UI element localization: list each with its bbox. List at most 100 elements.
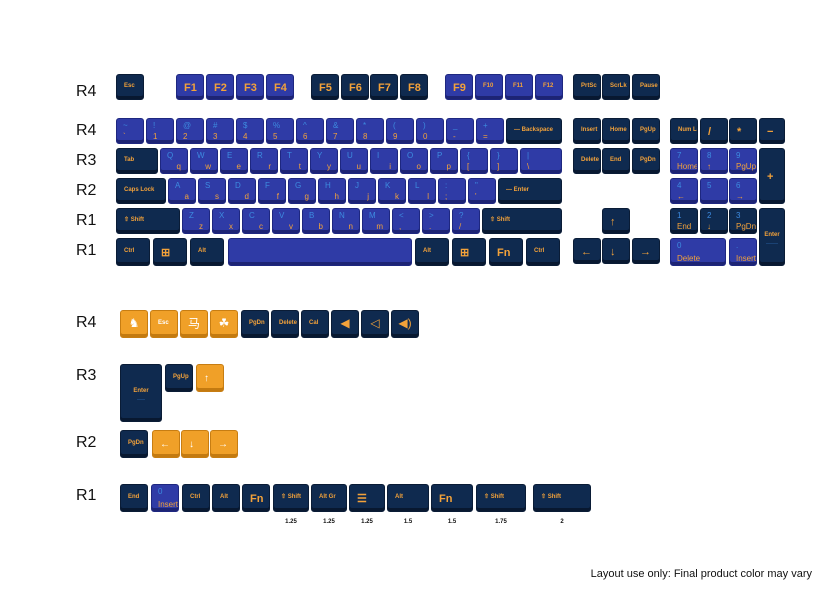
key-backspace[interactable]: — Backspace bbox=[506, 118, 562, 144]
key-f3[interactable]: F3 bbox=[236, 74, 264, 100]
key-extra-menu[interactable]: ☰ bbox=[349, 484, 385, 512]
key-np-4[interactable]: 4← bbox=[670, 178, 698, 204]
key-extra-down[interactable]: ↓ bbox=[181, 430, 209, 458]
key-arrow-right[interactable]: → bbox=[632, 238, 660, 264]
key-3[interactable]: #3 bbox=[206, 118, 234, 144]
key-extra-pgdn[interactable]: PgDn bbox=[241, 310, 269, 338]
key-quote[interactable]: "' bbox=[468, 178, 496, 204]
key-pause[interactable]: Pause bbox=[632, 74, 660, 100]
key-home[interactable]: Home bbox=[602, 118, 630, 144]
key-enter[interactable]: — Enter bbox=[498, 178, 562, 204]
key-pgup[interactable]: PgUp bbox=[632, 118, 660, 144]
key-prtsc[interactable]: PrtSc bbox=[573, 74, 601, 100]
key-lbracket[interactable]: {[ bbox=[460, 148, 488, 174]
key-extra-ctrl[interactable]: Ctrl bbox=[182, 484, 210, 512]
key-extra-left[interactable]: ← bbox=[152, 430, 180, 458]
key-extra-right[interactable]: → bbox=[210, 430, 238, 458]
key-f1[interactable]: F1 bbox=[176, 74, 204, 100]
key-arrow-left[interactable]: ← bbox=[573, 238, 601, 264]
key-8[interactable]: *8 bbox=[356, 118, 384, 144]
key-lshift[interactable]: ⇧ Shift bbox=[116, 208, 180, 234]
key-4[interactable]: $4 bbox=[236, 118, 264, 144]
key-extra-altgr[interactable]: Alt Gr bbox=[311, 484, 347, 512]
key-np-2[interactable]: 2↓ bbox=[700, 208, 728, 234]
key-6[interactable]: ^6 bbox=[296, 118, 324, 144]
key-extra-vol-down[interactable]: ◁ bbox=[361, 310, 389, 338]
key-np-star[interactable]: * bbox=[729, 118, 757, 144]
key-np-dot[interactable]: .Insert bbox=[729, 238, 757, 266]
key-rctrl[interactable]: Ctrl bbox=[526, 238, 560, 266]
key-extra-end[interactable]: End bbox=[120, 484, 148, 512]
key-f9[interactable]: F9 bbox=[445, 74, 473, 100]
key-f10[interactable]: F10 bbox=[475, 74, 503, 100]
key-fn[interactable]: Fn bbox=[489, 238, 523, 266]
key-esc[interactable]: Esc bbox=[116, 74, 144, 100]
key-semicolon[interactable]: :; bbox=[438, 178, 466, 204]
key-period[interactable]: >. bbox=[422, 208, 450, 234]
key-arrow-up[interactable]: ↑ bbox=[602, 208, 630, 234]
key-np-8[interactable]: 8↑ bbox=[700, 148, 728, 174]
key-extra-cal[interactable]: Cal bbox=[301, 310, 329, 338]
key-minus[interactable]: _- bbox=[446, 118, 474, 144]
key-numlock[interactable]: Num Lock bbox=[670, 118, 698, 144]
key-extra-vol-up[interactable]: ◀) bbox=[391, 310, 419, 338]
key-extra-vol-mute[interactable]: ◀ bbox=[331, 310, 359, 338]
key-capslock[interactable]: Caps Lock bbox=[116, 178, 166, 204]
key-f5[interactable]: F5 bbox=[311, 74, 339, 100]
key-extra-kanji[interactable]: 马 bbox=[180, 310, 208, 338]
key-delete[interactable]: Delete bbox=[573, 148, 601, 174]
key-extra-iso-enter[interactable]: Enter—— bbox=[120, 364, 162, 422]
key-f4[interactable]: F4 bbox=[266, 74, 294, 100]
key-slash[interactable]: ?/ bbox=[452, 208, 480, 234]
key-tilde[interactable]: ~` bbox=[116, 118, 144, 144]
key-scrlk[interactable]: ScrLk bbox=[602, 74, 630, 100]
key-extra-esc[interactable]: Esc bbox=[150, 310, 178, 338]
key-f6[interactable]: F6 bbox=[341, 74, 369, 100]
key-5[interactable]: %5 bbox=[266, 118, 294, 144]
key-extra-alt[interactable]: Alt bbox=[212, 484, 240, 512]
key-extra-shift-2[interactable]: ⇧ Shift bbox=[533, 484, 591, 512]
key-extra-horse[interactable]: ♞ bbox=[120, 310, 148, 338]
key-rwin[interactable]: ⊞ bbox=[452, 238, 486, 266]
key-extra-acorn[interactable]: ☘ bbox=[210, 310, 238, 338]
key-space[interactable] bbox=[228, 238, 412, 266]
key-np-plus[interactable]: + bbox=[759, 148, 785, 204]
key-extra-pgdn2[interactable]: PgDn bbox=[120, 430, 148, 458]
key-extra-shift-125[interactable]: ⇧ Shift bbox=[273, 484, 309, 512]
key-extra-pgup[interactable]: PgUp bbox=[165, 364, 193, 392]
key-1[interactable]: !1 bbox=[146, 118, 174, 144]
key-lctrl[interactable]: Ctrl bbox=[116, 238, 150, 266]
key-0[interactable]: )0 bbox=[416, 118, 444, 144]
key-f2[interactable]: F2 bbox=[206, 74, 234, 100]
key-extra-delete[interactable]: Delete bbox=[271, 310, 299, 338]
key-extra-alt-15[interactable]: Alt bbox=[387, 484, 429, 512]
key-f8[interactable]: F8 bbox=[400, 74, 428, 100]
key-f11[interactable]: F11 bbox=[505, 74, 533, 100]
key-arrow-down[interactable]: ↓ bbox=[602, 238, 630, 264]
key-2[interactable]: @2 bbox=[176, 118, 204, 144]
key-rshift[interactable]: ⇧ Shift bbox=[482, 208, 562, 234]
